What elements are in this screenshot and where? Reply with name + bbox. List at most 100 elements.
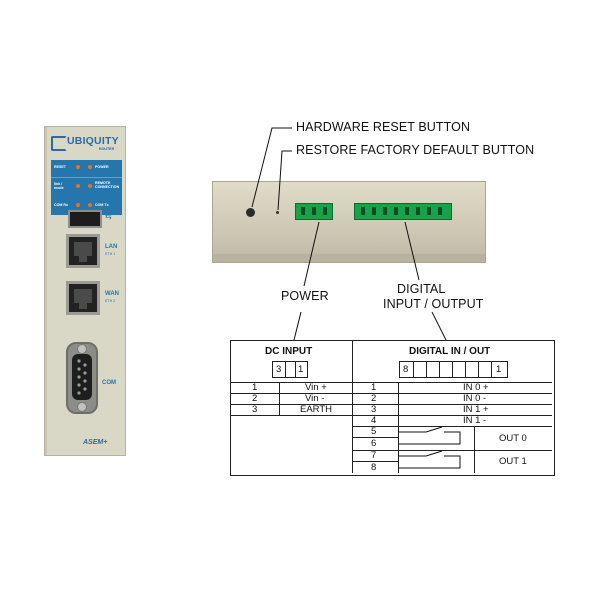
usb-port bbox=[68, 210, 102, 228]
lan-port bbox=[66, 234, 100, 268]
out1-pin-b: 8 bbox=[371, 462, 377, 473]
out1-signal: OUT 1 bbox=[499, 456, 527, 467]
lan-sublabel: ETH 1 bbox=[105, 252, 116, 256]
pin-separator bbox=[439, 362, 440, 377]
remote-led-icon bbox=[88, 184, 92, 188]
dc-row-1-pin: 1 bbox=[252, 382, 258, 393]
row-rule bbox=[231, 415, 352, 416]
restore-default-callout: RESTORE FACTORY DEFAULT BUTTON bbox=[296, 143, 535, 157]
com-serial-port bbox=[66, 342, 98, 414]
led-status-panel: RESET POWER link / mode REMOTE CONNECTIO… bbox=[51, 160, 122, 215]
reset-led-icon bbox=[76, 165, 80, 169]
router-front-panel: UBIQUITY ROUTER RESET POWER link / mode … bbox=[44, 126, 126, 456]
pin-separator bbox=[285, 362, 286, 377]
dc-row-2-signal: Vin - bbox=[305, 393, 325, 404]
db9-pins bbox=[77, 359, 87, 395]
terminal-slot bbox=[438, 207, 442, 215]
lan-port-socket bbox=[74, 242, 92, 256]
col-rule bbox=[398, 382, 399, 473]
out0-pin-b: 6 bbox=[371, 438, 377, 449]
usb-icon: ⇆ bbox=[105, 212, 112, 221]
row-rule bbox=[352, 437, 398, 438]
led-divider bbox=[51, 177, 122, 178]
wan-port-tab bbox=[79, 303, 87, 309]
row-rule bbox=[352, 461, 398, 462]
wan-sublabel: ETH 2 bbox=[105, 299, 116, 303]
terminal-slot bbox=[301, 207, 305, 215]
terminal-slot bbox=[323, 207, 327, 215]
col-rule bbox=[279, 382, 280, 415]
row-rule bbox=[352, 450, 552, 451]
hardware-reset-button-icon bbox=[246, 208, 255, 217]
pin-separator bbox=[465, 362, 466, 377]
dio-row-2-pin: 2 bbox=[371, 393, 377, 404]
dio-row-4-pin: 4 bbox=[371, 415, 377, 426]
digital-io-terminal-block bbox=[354, 203, 452, 220]
dio-row-1-signal: IN 0 + bbox=[463, 382, 489, 393]
com-label: COM bbox=[102, 380, 116, 386]
dio-row-1-pin: 1 bbox=[371, 382, 377, 393]
led-label-reset: RESET bbox=[54, 165, 66, 169]
com-rx-led-icon bbox=[76, 203, 80, 207]
dc-row-3-signal: EARTH bbox=[300, 404, 333, 415]
terminal-slot bbox=[383, 207, 387, 215]
row-rule bbox=[352, 404, 552, 405]
led-label-com-tx: COM Tx bbox=[95, 203, 109, 207]
dio-row-2-signal: IN 0 - bbox=[463, 393, 487, 404]
led-label-com-rx: COM Rx bbox=[54, 203, 68, 207]
dc-pin-diagram: 3 1 bbox=[272, 361, 308, 378]
led-label-remote: REMOTE CONNECTION bbox=[95, 181, 120, 189]
terminal-slot bbox=[416, 207, 420, 215]
col-rule bbox=[474, 426, 475, 473]
case-bottom-lip bbox=[213, 254, 485, 262]
connector-pinout-table: DC INPUT 3 1 DIGITAL IN / OUT 8 1 1 Vin … bbox=[230, 340, 555, 476]
relay-contact-icon bbox=[398, 426, 461, 469]
out0-pin-a: 5 bbox=[371, 426, 377, 437]
mode-led-icon bbox=[76, 184, 80, 188]
pin-separator bbox=[452, 362, 453, 377]
digital-io-title: DIGITAL IN / OUT bbox=[409, 346, 491, 357]
digital-callout-line2: INPUT / OUTPUT bbox=[383, 297, 484, 311]
dc-pin-label-3: 3 bbox=[276, 364, 282, 375]
pin-separator bbox=[295, 362, 296, 377]
screw-icon bbox=[77, 402, 87, 412]
out0-signal: OUT 0 bbox=[499, 433, 527, 444]
row-rule bbox=[231, 404, 352, 405]
dc-pin-label-1: 1 bbox=[298, 364, 304, 375]
pin-separator bbox=[491, 362, 492, 377]
row-rule bbox=[352, 415, 552, 416]
dio-row-3-signal: IN 1 + bbox=[463, 404, 489, 415]
screw-icon bbox=[77, 344, 87, 354]
dc-row-2-pin: 2 bbox=[252, 393, 258, 404]
brand-name: UBIQUITY bbox=[67, 135, 119, 147]
terminal-slot bbox=[405, 207, 409, 215]
terminal-slot bbox=[427, 207, 431, 215]
dio-row-3-pin: 3 bbox=[371, 404, 377, 415]
power-led-icon bbox=[88, 165, 92, 169]
lan-label: LAN bbox=[105, 244, 118, 250]
pin-separator bbox=[413, 362, 414, 377]
asem-logo: ASEM+ bbox=[83, 439, 108, 446]
dc-row-1-signal: Vin + bbox=[305, 382, 327, 393]
case-shading bbox=[213, 182, 485, 262]
ubiquity-logo-icon bbox=[51, 136, 67, 151]
wan-label: WAN bbox=[105, 291, 119, 297]
dio-pin-diagram: 8 1 bbox=[399, 361, 508, 378]
hardware-reset-callout: HARDWARE RESET BUTTON bbox=[296, 120, 471, 134]
row-rule bbox=[352, 393, 552, 394]
pin-separator bbox=[426, 362, 427, 377]
com-tx-led-icon bbox=[88, 203, 92, 207]
row-rule bbox=[352, 426, 552, 427]
digital-callout-line1: DIGITAL bbox=[397, 282, 446, 296]
terminal-slot bbox=[312, 207, 316, 215]
power-callout: POWER bbox=[281, 289, 329, 303]
power-terminal-block bbox=[295, 203, 333, 220]
led-label-mode: link / mode bbox=[54, 182, 64, 190]
dio-row-4-signal: IN 1 - bbox=[463, 415, 487, 426]
terminal-slot bbox=[394, 207, 398, 215]
dc-input-title: DC INPUT bbox=[265, 346, 313, 357]
brand-subtitle: ROUTER bbox=[99, 147, 115, 151]
lan-port-tab bbox=[79, 256, 87, 262]
terminal-slot bbox=[372, 207, 376, 215]
